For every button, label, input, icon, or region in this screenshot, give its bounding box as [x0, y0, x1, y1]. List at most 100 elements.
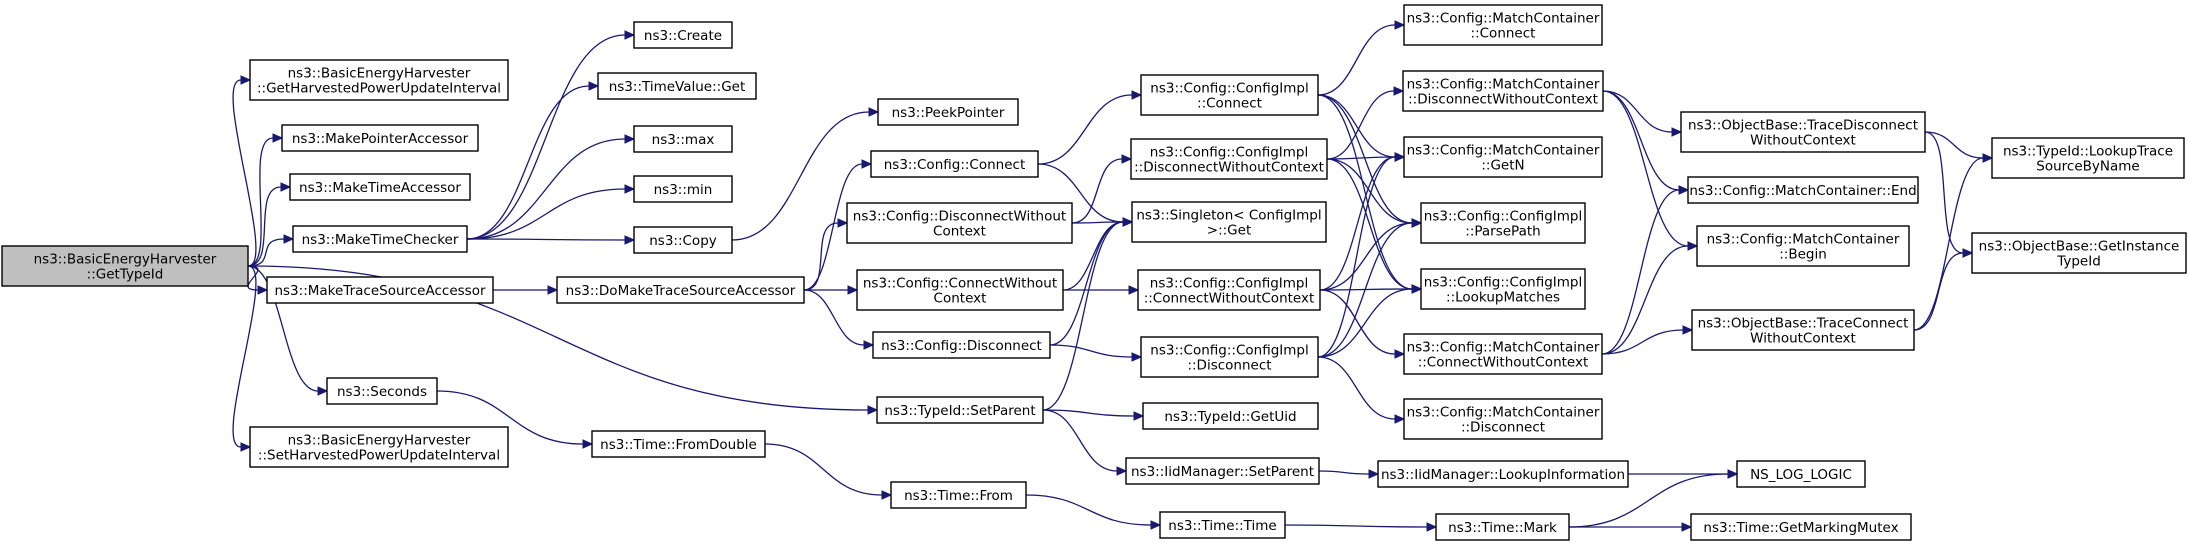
node-mcConnect[interactable]: ns3::Config::MatchContainer::Connect — [1403, 4, 1603, 46]
arrowhead-cfgConnect-to-implConnect — [1131, 90, 1143, 100]
node-iidLookupInfo[interactable]: ns3::IidManager::LookupInformation — [1377, 460, 1629, 488]
arrowhead-implDisconnect-to-parsePath — [1411, 218, 1423, 228]
node-timeValueGet[interactable]: ns3::TimeValue::Get — [597, 72, 757, 100]
node-getHPUI[interactable]: ns3::BasicEnergyHarvester::GetHarvestedP… — [249, 59, 509, 101]
edge-implConnectWC-to-mcConnectWC — [1319, 289, 1396, 355]
node-typeIdGetUid[interactable]: ns3::TypeId::GetUid — [1142, 402, 1319, 430]
node-label: ns3::Config::Connect — [884, 157, 1026, 173]
node-makeTraceSourceAccessor[interactable]: ns3::MakeTraceSourceAccessor — [266, 276, 494, 304]
node-box — [633, 21, 733, 49]
node-cfgConnect[interactable]: ns3::Config::Connect — [870, 150, 1039, 178]
node-root[interactable]: ns3::BasicEnergyHarvester::GetTypeId — [1, 245, 249, 287]
node-label: ns3::BasicEnergyHarvester — [34, 252, 217, 268]
node-lookupMatches[interactable]: ns3::Config::ConfigImpl::LookupMatches — [1420, 268, 1586, 310]
edge-obTraceConnectWC-to-getInstanceTypeId — [1913, 252, 1964, 331]
edge-implDisconnect-to-mcGetN — [1317, 156, 1396, 358]
node-label: ns3::ObjectBase::TraceDisconnect — [1688, 118, 1918, 134]
arrowhead-makeTimeChecker-to-min — [624, 184, 636, 194]
node-makeTimeChecker[interactable]: ns3::MakeTimeChecker — [292, 225, 468, 253]
edge-timeTime-to-timeMark — [1284, 524, 1428, 528]
edge-mcConnectWC-to-mcBegin — [1601, 245, 1689, 355]
node-mcBegin[interactable]: ns3::Config::MatchContainer::Begin — [1696, 225, 1910, 267]
edge-mcDisconnectWC-to-obTraceDisconnectWC — [1602, 90, 1673, 133]
node-mcDisconnectWC[interactable]: ns3::Config::MatchContainer::DisconnectW… — [1402, 70, 1604, 112]
edge-doMakeTSA-to-cfgConnect — [803, 163, 863, 291]
node-box — [876, 396, 1044, 424]
node-timeMark[interactable]: ns3::Time::Mark — [1435, 513, 1570, 541]
arrowhead-root-to-makeTimeChecker — [283, 234, 295, 244]
node-box — [1402, 70, 1604, 112]
node-box — [1, 245, 249, 287]
node-setHPUI[interactable]: ns3::BasicEnergyHarvester::SetHarvestedP… — [249, 426, 509, 468]
arrowhead-timeFromDouble-to-timeFrom — [881, 490, 893, 500]
node-box — [249, 426, 509, 468]
node-cfgDisconnectWC[interactable]: ns3::Config::DisconnectWithoutContext — [846, 202, 1073, 244]
node-parsePath[interactable]: ns3::Config::ConfigImpl::ParsePath — [1420, 202, 1586, 244]
node-mcGetN[interactable]: ns3::Config::MatchContainer::GetN — [1403, 136, 1603, 178]
node-label: ns3::Time::GetMarkingMutex — [1703, 520, 1898, 536]
node-implDisconnectWC[interactable]: ns3::Config::ConfigImpl::DisconnectWitho… — [1130, 138, 1328, 180]
edge-mcConnectWC-to-obTraceConnectWC — [1601, 329, 1684, 355]
node-typeIdSetParent[interactable]: ns3::TypeId::SetParent — [876, 396, 1044, 424]
node-box — [1140, 336, 1319, 378]
node-timeFrom[interactable]: ns3::Time::From — [890, 481, 1027, 509]
node-seconds[interactable]: ns3::Seconds — [326, 377, 438, 405]
arrowhead-obTraceConnectWC-to-getInstanceTypeId — [1962, 248, 1974, 258]
node-box — [249, 59, 509, 101]
edge-timeFrom-to-timeTime — [1025, 494, 1152, 526]
node-implConnectWC[interactable]: ns3::Config::ConfigImpl::ConnectWithoutC… — [1137, 269, 1321, 311]
arrowhead-implDisconnectWC-to-mcDisconnectWC — [1393, 86, 1405, 96]
node-box — [1971, 232, 2187, 274]
node-label: WithoutContext — [1750, 331, 1856, 347]
edge-makeTimeChecker-to-min — [466, 188, 626, 240]
node-box — [292, 225, 468, 253]
nodes-layer: ns3::BasicEnergyHarvester::GetTypeIdns3:… — [1, 4, 2187, 541]
node-box — [1736, 460, 1866, 488]
node-label: ns3::TypeId::LookupTrace — [2003, 144, 2173, 160]
node-box — [1142, 402, 1319, 430]
node-label: ns3::Config::ConfigImpl — [1424, 209, 1582, 225]
node-makePointerAccessor[interactable]: ns3::MakePointerAccessor — [281, 124, 479, 152]
node-peekPointer[interactable]: ns3::PeekPointer — [877, 98, 1019, 126]
node-max[interactable]: ns3::max — [633, 125, 733, 153]
node-implDisconnect[interactable]: ns3::Config::ConfigImpl::Disconnect — [1140, 336, 1319, 378]
node-timeTime[interactable]: ns3::Time::Time — [1159, 511, 1286, 539]
arrowhead-doMakeTSA-to-cfgConnectWC — [847, 285, 859, 295]
node-copy[interactable]: ns3::Copy — [633, 226, 733, 254]
arrowhead-typeIdSetParent-to-typeIdGetUid — [1133, 411, 1145, 421]
edge-implDisconnectWC-to-mcGetN — [1326, 156, 1396, 160]
edge-makeTimeChecker-to-timeValueGet — [466, 85, 590, 240]
node-nsLogLogic[interactable]: NS_LOG_LOGIC — [1736, 460, 1866, 488]
node-obTraceConnectWC[interactable]: ns3::ObjectBase::TraceConnectWithoutCont… — [1691, 309, 1915, 351]
node-implConnect[interactable]: ns3::Config::ConfigImpl::Connect — [1140, 74, 1319, 116]
node-label: ns3::PeekPointer — [892, 105, 1005, 121]
arrowhead-implConnect-to-mcConnect — [1394, 20, 1406, 30]
node-label: ns3::MakeTimeAccessor — [299, 180, 461, 196]
node-label: ns3::ObjectBase::GetInstance — [1979, 239, 2180, 255]
edge-implConnect-to-parsePath — [1317, 94, 1413, 224]
edge-cfgDisconnect-to-implDisconnect — [1049, 344, 1133, 358]
node-cfgConnectWC[interactable]: ns3::Config::ConnectWithoutContext — [856, 269, 1064, 311]
node-mcEnd[interactable]: ns3::Config::MatchContainer::End — [1687, 176, 1919, 204]
arrowhead-mcConnectWC-to-mcEnd — [1678, 185, 1690, 195]
node-box — [633, 175, 733, 203]
node-iidSetParent[interactable]: ns3::IidManager::SetParent — [1125, 457, 1320, 485]
node-doMakeTSA[interactable]: ns3::DoMakeTraceSourceAccessor — [556, 276, 805, 304]
node-create[interactable]: ns3::Create — [633, 21, 733, 49]
node-min[interactable]: ns3::min — [633, 175, 733, 203]
node-singletonGet[interactable]: ns3::Singleton< ConfigImpl >::Get — [1131, 201, 1327, 243]
node-getMarkingMutex[interactable]: ns3::Time::GetMarkingMutex — [1690, 513, 1912, 541]
arrowhead-mcConnectWC-to-mcBegin — [1687, 241, 1699, 251]
node-mcConnectWC[interactable]: ns3::Config::MatchContainer::ConnectWith… — [1403, 333, 1603, 375]
node-makeTimeAccessor[interactable]: ns3::MakeTimeAccessor — [289, 173, 471, 201]
node-obTraceDisconnectWC[interactable]: ns3::ObjectBase::TraceDisconnectWithoutC… — [1680, 111, 1926, 153]
node-mcDisconnect[interactable]: ns3::Config::MatchContainer::Disconnect — [1403, 398, 1603, 440]
node-box — [890, 481, 1027, 509]
arrowhead-iidSetParent-to-iidLookupInfo — [1368, 469, 1380, 479]
arrowhead-implDisconnect-to-mcDisconnect — [1394, 414, 1406, 424]
node-label: ::SetHarvestedPowerUpdateInterval — [258, 448, 500, 464]
node-timeFromDouble[interactable]: ns3::Time::FromDouble — [591, 430, 766, 458]
node-cfgDisconnect[interactable]: ns3::Config::Disconnect — [872, 331, 1051, 359]
